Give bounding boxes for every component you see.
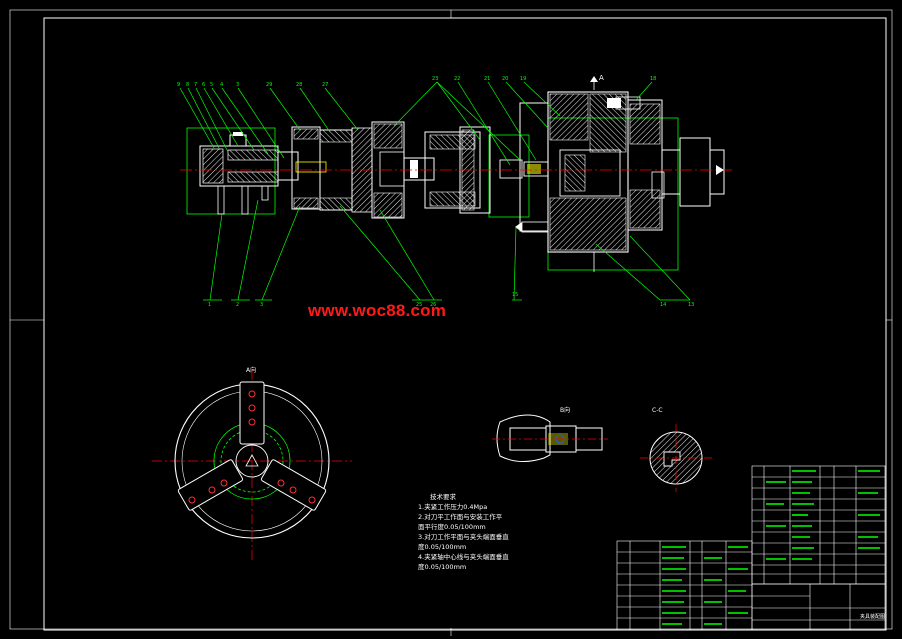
- tech-req-item: 4.夹紧轴中心线与夹头端面垂直: [418, 553, 509, 561]
- title-block: [751, 583, 886, 631]
- title-block-drawing-name: 夹具装配图: [860, 614, 886, 620]
- svg-text:26: 26: [430, 302, 436, 308]
- tech-req-item: 度0.05/100mm: [418, 543, 467, 551]
- svg-text:4: 4: [220, 82, 223, 88]
- svg-text:2: 2: [236, 302, 239, 308]
- svg-text:27: 27: [322, 82, 328, 88]
- watermark-text: www.woc88.com: [308, 301, 447, 320]
- tech-req-title: 技术要求: [430, 493, 456, 501]
- tech-req-item: 3.对刀工作平面与夹头端面垂直: [418, 533, 509, 541]
- svg-text:8: 8: [186, 82, 189, 88]
- tech-req-item: 1.夹紧工作压力0.4Mpa: [418, 503, 488, 511]
- svg-text:15: 15: [512, 292, 518, 298]
- svg-text:21: 21: [484, 76, 490, 82]
- tech-req-item: 面平行度0.05/100mm: [418, 523, 486, 531]
- svg-text:1: 1: [208, 302, 211, 308]
- parts-list-bottom: [616, 540, 753, 631]
- main-section-view: A: [180, 74, 735, 272]
- parts-list-right: [751, 465, 886, 585]
- view-a-chuck: A向: [152, 366, 352, 560]
- svg-text:23: 23: [432, 76, 438, 82]
- svg-text:3: 3: [236, 82, 239, 88]
- svg-text:14: 14: [660, 302, 666, 308]
- svg-text:28: 28: [296, 82, 302, 88]
- svg-text:29: 29: [266, 82, 272, 88]
- section-mark-a: A: [599, 74, 604, 82]
- svg-text:6: 6: [202, 82, 205, 88]
- leader-lines: [179, 81, 691, 301]
- svg-text:20: 20: [502, 76, 508, 82]
- svg-text:13: 13: [688, 302, 694, 308]
- table-cell-marks: [662, 470, 880, 625]
- view-c-c: C-C: [640, 407, 712, 492]
- view-b-label: B向: [560, 406, 570, 414]
- tech-req-item: 度0.05/100mm: [418, 563, 467, 571]
- svg-text:3: 3: [260, 302, 263, 308]
- view-c-label: C-C: [652, 407, 663, 414]
- view-b: B向: [492, 406, 608, 462]
- svg-text:5: 5: [210, 82, 213, 88]
- sheet-border: [9, 9, 893, 636]
- svg-text:7: 7: [194, 82, 197, 88]
- svg-text:19: 19: [520, 76, 526, 82]
- svg-text:18: 18: [650, 76, 656, 82]
- tech-req-item: 2.对刀平工作面与安装工作平: [418, 513, 503, 521]
- svg-text:9: 9: [177, 82, 180, 88]
- svg-text:25: 25: [416, 302, 422, 308]
- svg-text:22: 22: [454, 76, 460, 82]
- view-a-label: A向: [246, 366, 256, 374]
